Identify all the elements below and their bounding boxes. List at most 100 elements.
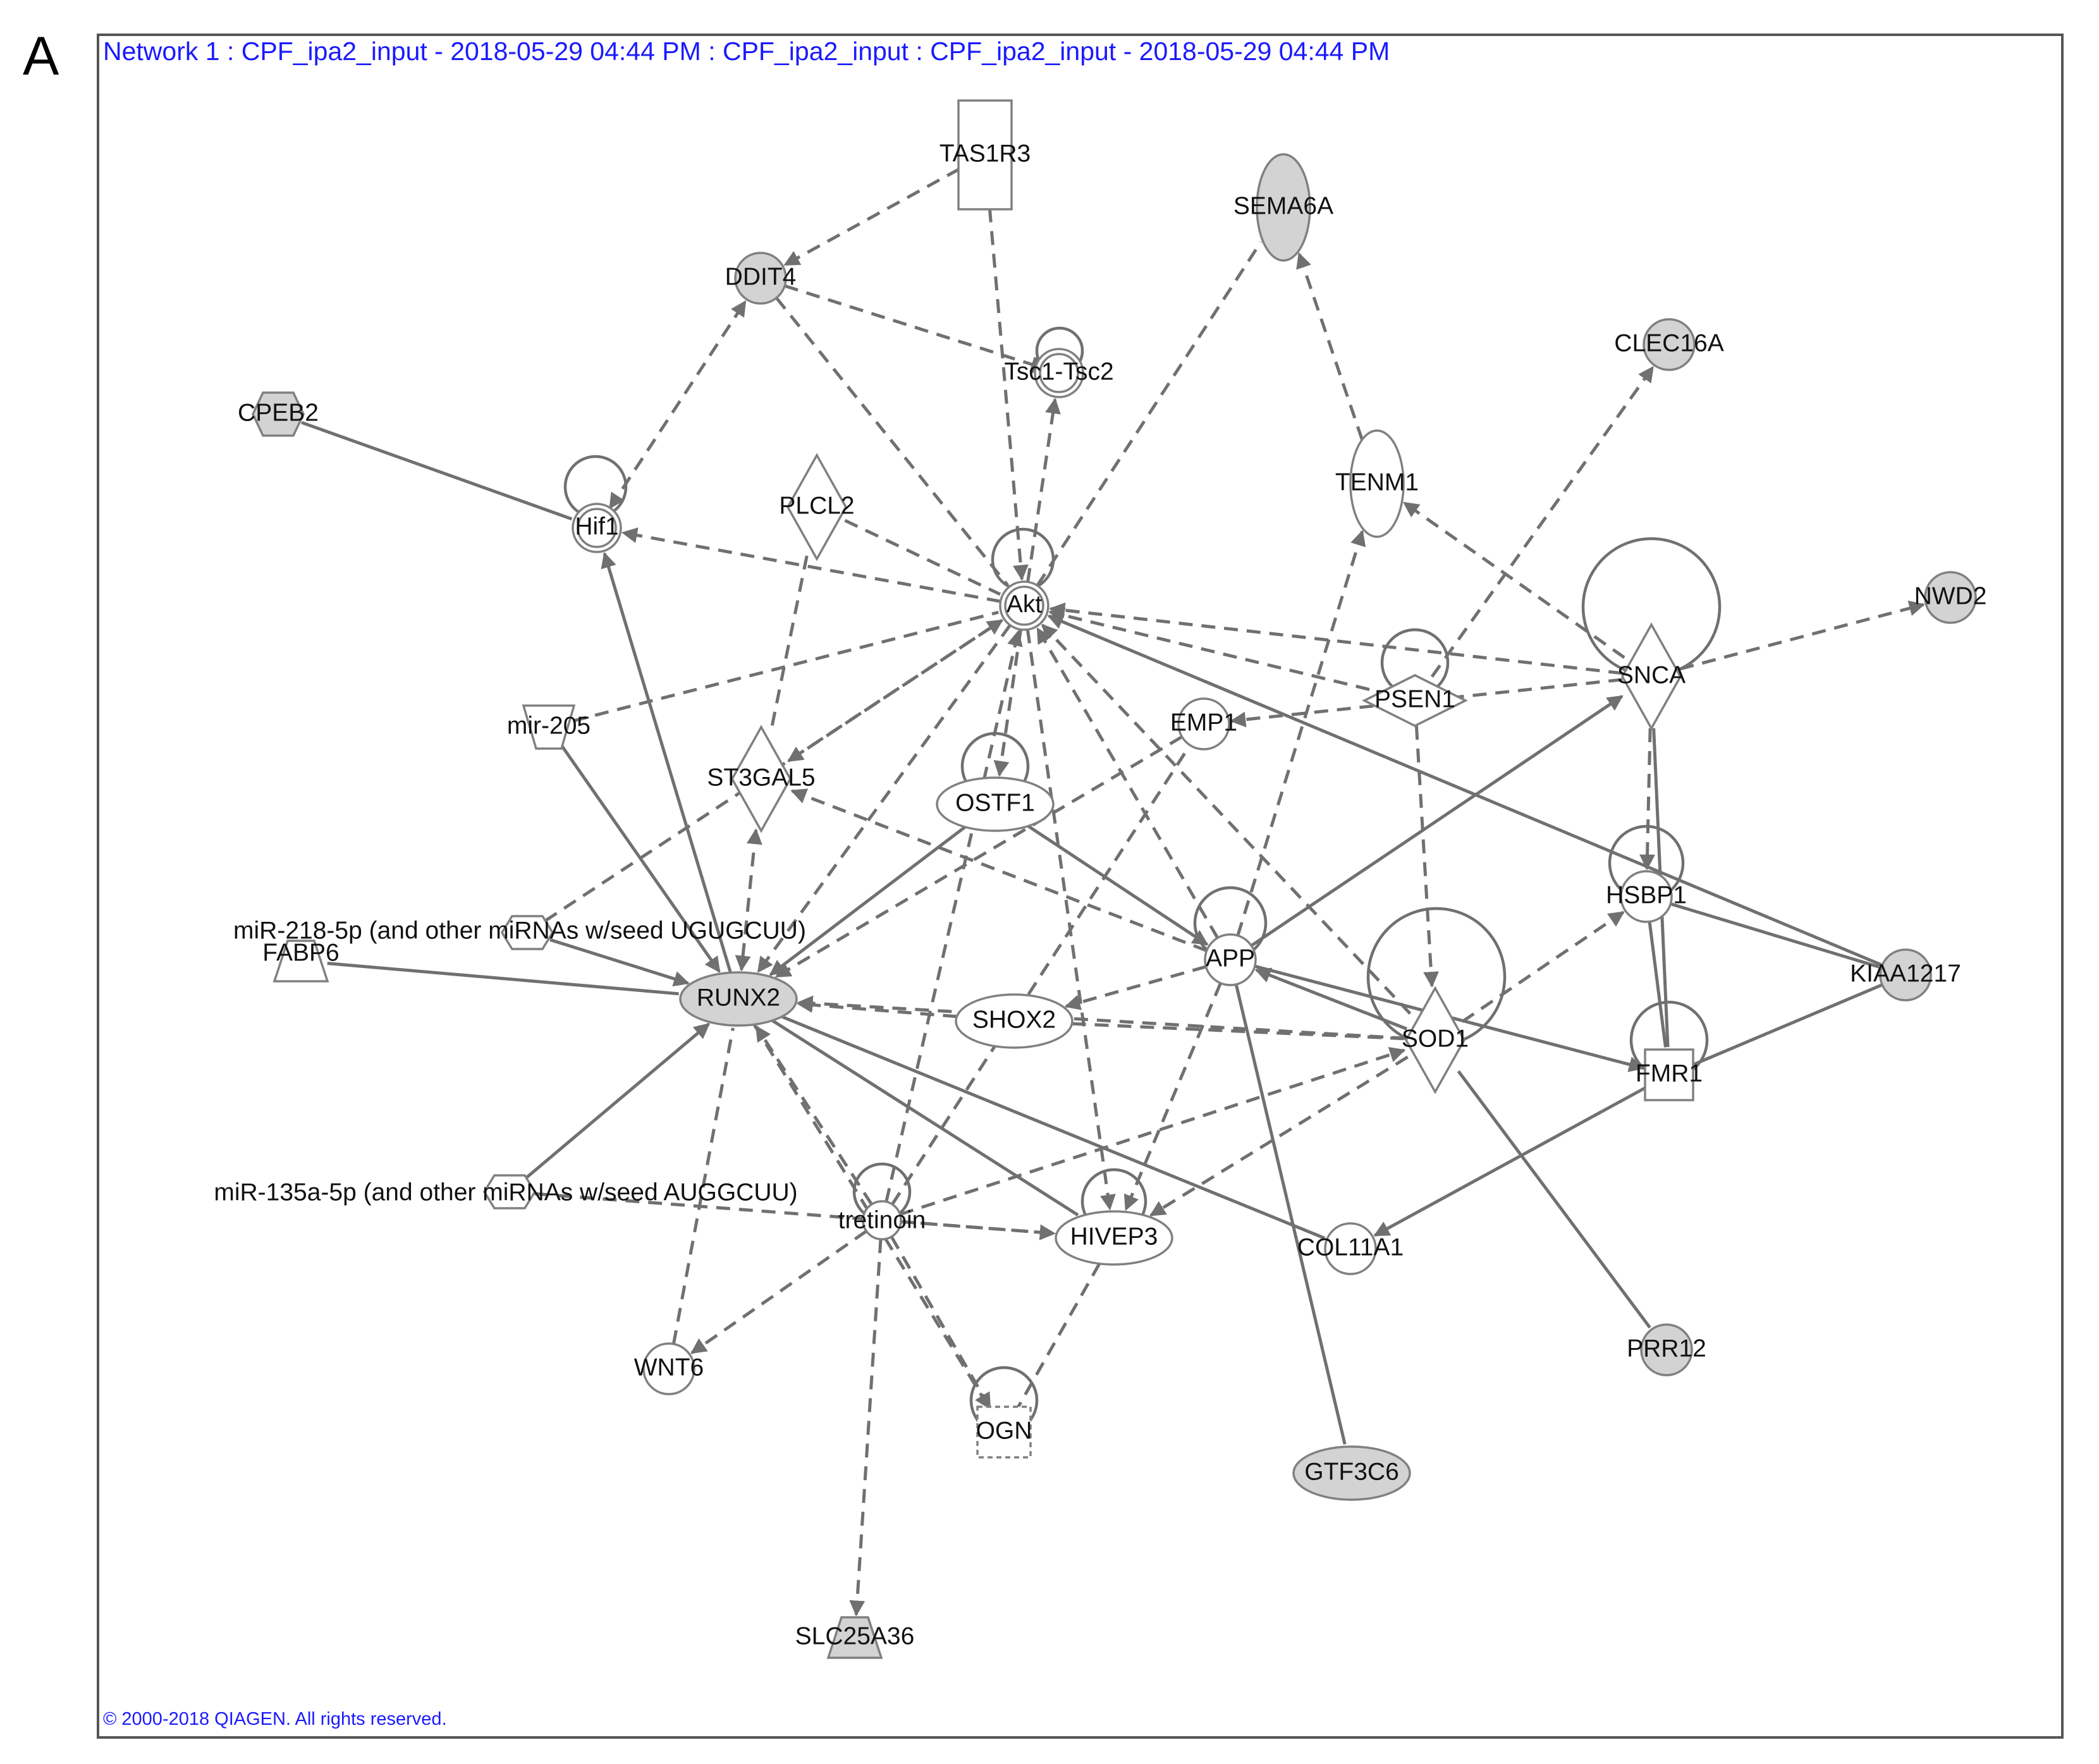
- edge-APP-SNCA: [1250, 695, 1624, 947]
- edge-Akt-Hif1: [621, 527, 1001, 603]
- node-label-SHOX2: SHOX2: [972, 1006, 1056, 1033]
- node-label-Tsc1Tsc2: Tsc1-Tsc2: [1004, 358, 1113, 385]
- copyright-notice: © 2000-2018 QIAGEN. All rights reserved.: [103, 1709, 447, 1729]
- node-label-SNCA: SNCA: [1617, 661, 1686, 689]
- node-Hif1[interactable]: Hif1: [572, 503, 622, 553]
- edge-tretinoin-WNT6: [690, 1230, 867, 1354]
- node-COL11A1[interactable]: COL11A1: [1297, 1222, 1404, 1275]
- node-shape-PLCL2: [786, 453, 848, 561]
- node-shape-SNCA: [1620, 622, 1682, 731]
- node-miR135[interactable]: miR-135a-5p (and other miRNAs w/seed AUG…: [214, 1174, 798, 1210]
- edge-RUNX2-Hif1: [601, 551, 732, 974]
- edge-PSEN1-Akt: [1048, 608, 1370, 691]
- edge-SNCA-Akt: [1049, 602, 1623, 675]
- edge-PLCL2-Akt: [844, 518, 1001, 596]
- edge-FABP6-RUNX2: [327, 962, 679, 996]
- node-DDIT4[interactable]: DDIT4: [725, 252, 797, 305]
- node-label-DDIT4: DDIT4: [725, 263, 797, 290]
- node-SHOX2[interactable]: SHOX2: [955, 993, 1074, 1049]
- node-shape-RUNX2: [679, 971, 798, 1027]
- node-SLC25A36[interactable]: SLC25A36: [795, 1616, 915, 1659]
- node-shape-OGN: [976, 1406, 1032, 1459]
- node-TENM1[interactable]: TENM1: [1335, 429, 1419, 538]
- node-NWD2[interactable]: NWD2: [1914, 571, 1987, 624]
- node-PRR12[interactable]: PRR12: [1627, 1323, 1706, 1376]
- edge-APP-GTF3C6: [1234, 984, 1347, 1445]
- edge-SOD1-PRR12: [1457, 1070, 1651, 1329]
- edge-APP-Akt: [1036, 627, 1220, 939]
- node-label-Akt: Akt: [1007, 591, 1043, 618]
- node-SEMA6A[interactable]: SEMA6A: [1233, 153, 1333, 262]
- node-shape-tretinoin: [862, 1200, 902, 1240]
- edge-DDIT4-Akt: [775, 297, 1009, 586]
- node-miR218[interactable]: miR-218-5p (and other miRNAs w/seed UGUG…: [233, 915, 806, 950]
- node-FMR1[interactable]: FMR1: [1636, 1048, 1703, 1101]
- node-label-HIVEP3: HIVEP3: [1070, 1223, 1158, 1250]
- node-OGN[interactable]: OGN: [976, 1406, 1032, 1459]
- edge-APP-SHOX2: [1064, 965, 1207, 1010]
- panel-letter: A: [23, 26, 59, 87]
- node-WNT6[interactable]: WNT6: [634, 1342, 704, 1395]
- edge-WNT6-RUNX2: [671, 1027, 735, 1345]
- node-inner-ring: [1004, 585, 1044, 626]
- node-shape-TAS1R3: [957, 99, 1013, 211]
- edge-SOD1-Akt: [1041, 623, 1412, 1015]
- edge-tretinoin-RUNX2: [755, 1025, 873, 1206]
- node-CPEB2[interactable]: CPEB2: [238, 391, 319, 437]
- node-RUNX2[interactable]: RUNX2: [679, 971, 798, 1027]
- node-inner-ring: [577, 508, 617, 548]
- edge-ST3GAL5-RUNX2: [735, 828, 762, 972]
- edge-DDIT4-Tsc1Tsc2: [784, 284, 1038, 374]
- node-label-COL11A1: COL11A1: [1297, 1234, 1404, 1261]
- node-shape-miR135: [482, 1174, 537, 1210]
- edge-miR135-HIVEP3: [534, 1192, 1056, 1240]
- node-shape-NWD2: [1924, 571, 1977, 624]
- node-shape-mir205: [522, 704, 576, 750]
- node-KIAA1217[interactable]: KIAA1217: [1850, 948, 1961, 1001]
- node-shape-FABP6: [272, 940, 329, 983]
- node-label-miR218: miR-218-5p (and other miRNAs w/seed UGUG…: [233, 917, 806, 944]
- node-APP[interactable]: APP: [1204, 933, 1257, 986]
- node-Akt[interactable]: Akt: [999, 580, 1050, 631]
- node-shape-ST3GAL5: [730, 725, 792, 833]
- edge-RUNX2-HIVEP3: [771, 1019, 1079, 1216]
- node-label-SOD1: SOD1: [1402, 1025, 1469, 1052]
- node-label-tretinoin: tretinoin: [838, 1206, 926, 1234]
- node-PSEN1[interactable]: PSEN1: [1362, 674, 1468, 727]
- node-shape-COL11A1: [1324, 1222, 1377, 1275]
- edge-RUNX2-COL11A1: [781, 1015, 1326, 1240]
- node-EMP1[interactable]: EMP1: [1170, 697, 1237, 750]
- edge-SNCA-EMP1: [1230, 678, 1623, 728]
- node-HIVEP3[interactable]: HIVEP3: [1055, 1210, 1173, 1266]
- edge-Hif1-DDIT4: [608, 300, 747, 510]
- node-shape-APP: [1204, 933, 1257, 986]
- node-CLEC16A[interactable]: CLEC16A: [1614, 318, 1724, 371]
- node-shape-TENM1: [1349, 429, 1405, 538]
- node-label-ST3GAL5: ST3GAL5: [707, 764, 815, 791]
- node-Tsc1Tsc2[interactable]: Tsc1-Tsc2: [1004, 348, 1114, 398]
- node-tretinoin[interactable]: tretinoin: [838, 1200, 926, 1240]
- node-label-TENM1: TENM1: [1335, 469, 1419, 496]
- node-label-NWD2: NWD2: [1914, 582, 1987, 609]
- node-ST3GAL5[interactable]: ST3GAL5: [707, 725, 816, 833]
- node-label-SEMA6A: SEMA6A: [1233, 192, 1333, 219]
- node-shape-CLEC16A: [1643, 318, 1696, 371]
- network-title: Network 1 : CPF_ipa2_input - 2018-05-29 …: [103, 37, 1390, 66]
- edge-KIAA1217-Akt: [1047, 614, 1883, 967]
- node-GTF3C6[interactable]: GTF3C6: [1292, 1445, 1411, 1501]
- node-SNCA[interactable]: SNCA: [1617, 622, 1686, 731]
- edge-tretinoin-Akt: [884, 630, 1023, 1203]
- edge-APP-TENM1: [1236, 529, 1366, 936]
- node-OSTF1[interactable]: OSTF1: [936, 776, 1055, 832]
- node-shape-WNT6: [642, 1342, 695, 1395]
- edge-miR135-RUNX2: [523, 1022, 711, 1180]
- node-TAS1R3[interactable]: TAS1R3: [939, 99, 1031, 211]
- node-SOD1[interactable]: SOD1: [1402, 986, 1469, 1094]
- node-PLCL2[interactable]: PLCL2: [779, 453, 855, 561]
- node-FABP6[interactable]: FABP6: [262, 939, 340, 983]
- node-mir205[interactable]: mir-205: [507, 704, 591, 750]
- node-HSBP1[interactable]: HSBP1: [1606, 870, 1687, 923]
- edge-Akt-Tsc1Tsc2: [1026, 398, 1061, 582]
- node-shape-PRR12: [1640, 1323, 1693, 1376]
- node-shape-PSEN1: [1362, 674, 1468, 727]
